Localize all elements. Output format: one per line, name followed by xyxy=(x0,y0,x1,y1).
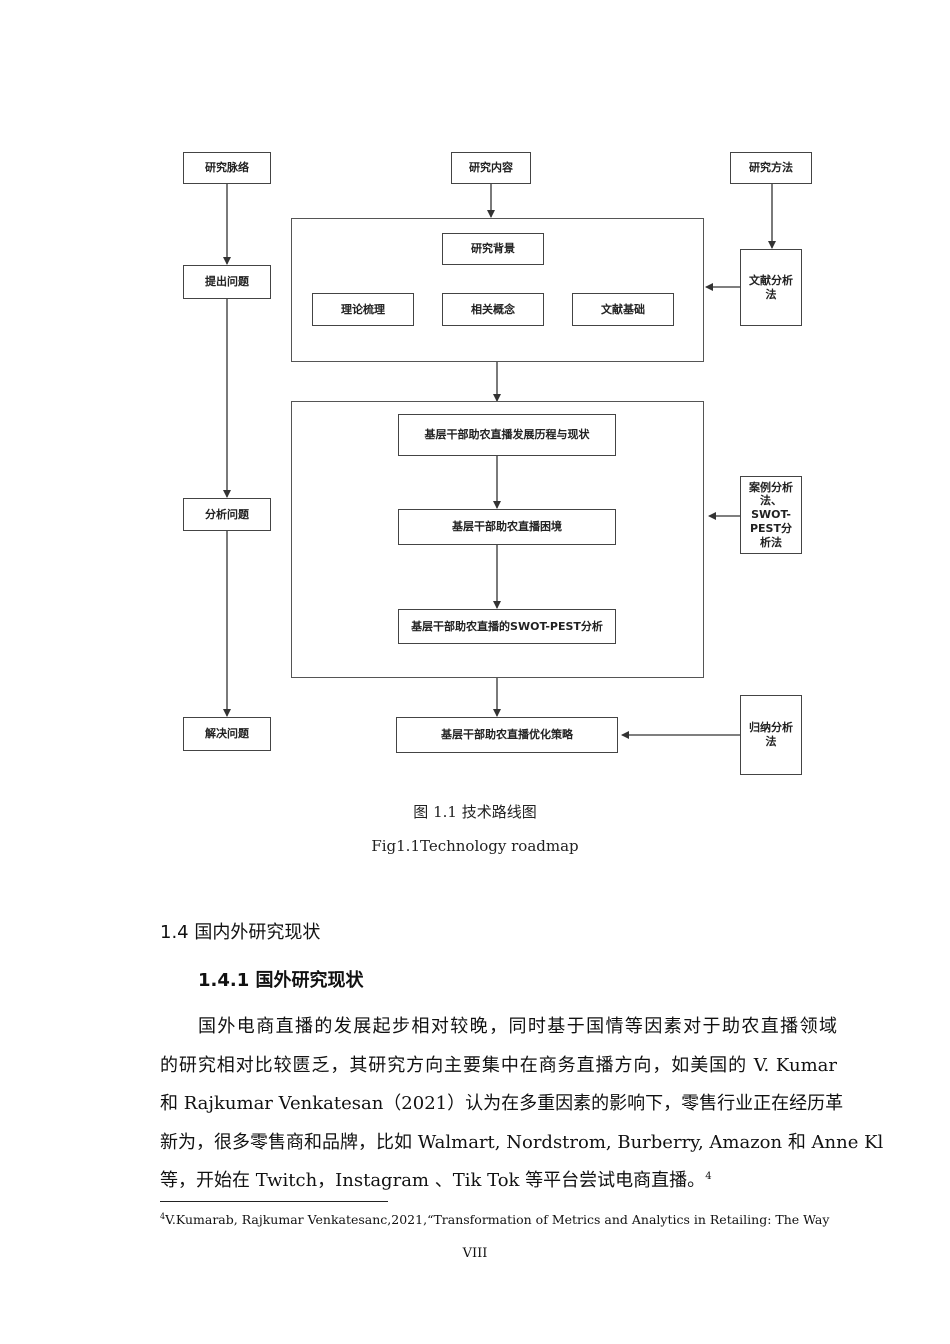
page-number: VIII xyxy=(462,1246,488,1261)
figure-caption-cn: 图 1.1 技术路线图 xyxy=(413,803,537,821)
box-dilemma: 基层干部助农直播困境 xyxy=(398,509,616,545)
box-research-background: 研究背景 xyxy=(442,233,544,265)
footnote-divider xyxy=(160,1201,388,1202)
footnote-reference[interactable]: 4 xyxy=(705,1171,712,1182)
diagram-arrows xyxy=(223,184,776,739)
section2-frame xyxy=(291,401,704,678)
footnote: 4V.Kumarab, Rajkumar Venkatesanc,2021,“T… xyxy=(160,1212,829,1227)
paragraph-line: 的研究相对比较匮乏，其研究方向主要集中在商务直播方向，如美国的 V. Kumar xyxy=(160,1054,837,1076)
section-heading: 1.4 国内外研究现状 xyxy=(160,922,321,943)
paragraph-line: 新为，很多零售商和品牌，比如 Walmart, Nordstrom, Burbe… xyxy=(160,1131,884,1153)
box-theory-review: 理论梳理 xyxy=(312,293,414,326)
header-method: 研究方法 xyxy=(730,152,812,184)
box-inductive-method: 归纳分析法 xyxy=(740,695,802,775)
box-literature-basis: 文献基础 xyxy=(572,293,674,326)
footnote-mark: 4 xyxy=(160,1211,166,1221)
box-related-concepts: 相关概念 xyxy=(442,293,544,326)
header-content: 研究内容 xyxy=(451,152,531,184)
section1-frame xyxy=(291,218,704,362)
box-solve-question: 解决问题 xyxy=(183,717,271,751)
body-paragraph: 国外电商直播的发展起步相对较晚，同时基于国情等因素对于助农直播领域 的研究相对比… xyxy=(160,1008,884,1201)
paragraph-line: 和 Rajkumar Venkatesan（2021）认为在多重因素的影响下，零… xyxy=(160,1093,844,1114)
paragraph-line-last: 等，开始在 Twitch，Instagram 、Tik Tok 等平台尝试电商直… xyxy=(160,1162,837,1201)
figure-caption-en: Fig1.1Technology roadmap xyxy=(371,837,579,855)
subsection-heading: 1.4.1 国外研究现状 xyxy=(198,970,364,991)
technology-roadmap-diagram: 研究脉络 研究内容 研究方法 提出问题 分析问题 解决问题 研究背景 理论梳理 … xyxy=(183,152,812,775)
paragraph-line: 国外电商直播的发展起步相对较晚，同时基于国情等因素对于助农直播领域 xyxy=(198,1016,837,1037)
box-swot-pest: 基层干部助农直播的SWOT-PEST分析 xyxy=(398,609,616,644)
box-optimization-strategy: 基层干部助农直播优化策略 xyxy=(396,717,618,753)
box-case-swot-method: 案例分析法、SWOT-PEST分析法 xyxy=(740,476,802,554)
header-context: 研究脉络 xyxy=(183,152,271,184)
box-literature-method: 文献分析法 xyxy=(740,249,802,326)
box-history-status: 基层干部助农直播发展历程与现状 xyxy=(398,414,616,456)
box-analyze-question: 分析问题 xyxy=(183,498,271,531)
footnote-text: V.Kumarab, Rajkumar Venkatesanc,2021,“Tr… xyxy=(165,1212,830,1227)
paragraph-line-text: 等，开始在 Twitch，Instagram 、Tik Tok 等平台尝试电商直… xyxy=(160,1170,706,1191)
box-raise-question: 提出问题 xyxy=(183,265,271,299)
